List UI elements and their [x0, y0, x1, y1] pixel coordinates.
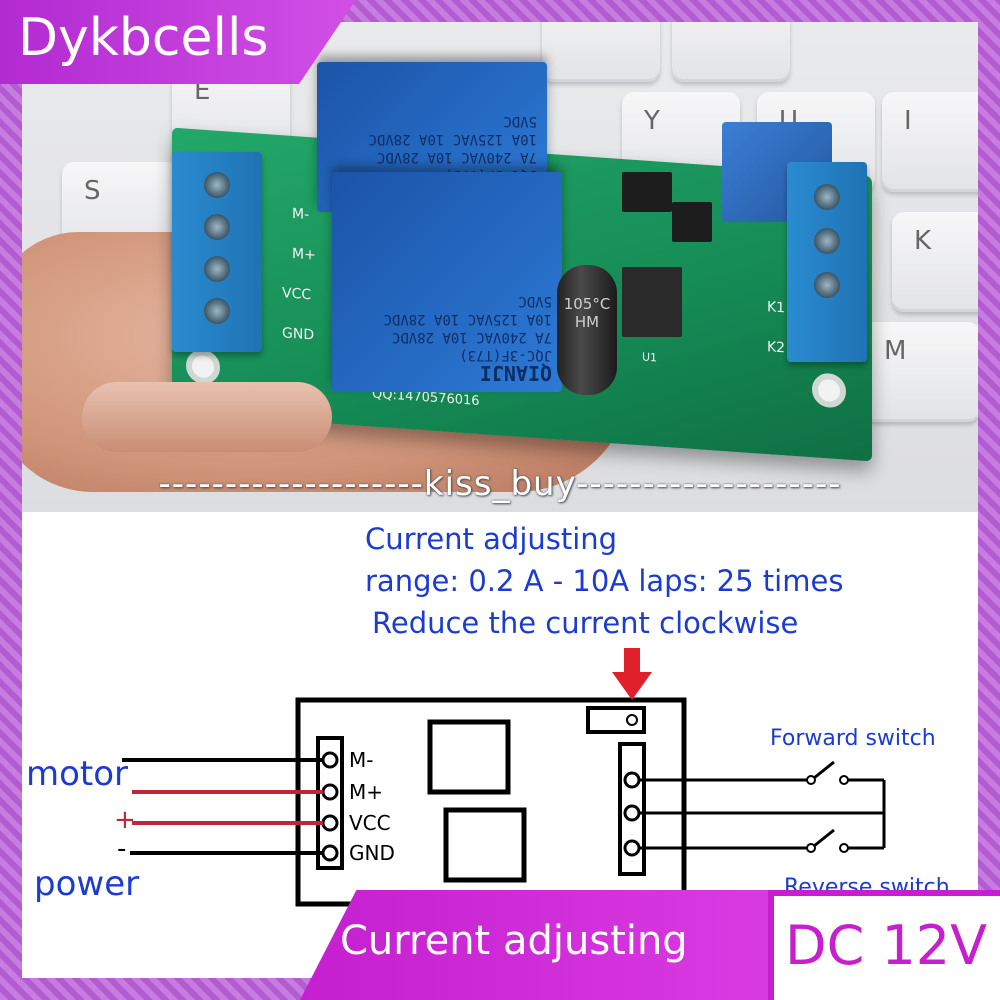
pin-label-m-minus: M- — [349, 748, 374, 772]
pcb-label-k1: K1 — [767, 299, 786, 317]
ic-chip — [672, 202, 712, 242]
feature-text: Current adjusting — [340, 918, 688, 964]
switch-contact — [839, 843, 849, 853]
relay-symbol — [443, 807, 527, 883]
screw-icon — [814, 272, 840, 298]
keyboard-key: M — [862, 322, 978, 422]
motor-label: motor — [26, 754, 129, 794]
pin-label-gnd: GND — [349, 841, 395, 865]
pot-screw — [626, 714, 638, 726]
pin-label-m-plus: M+ — [349, 780, 384, 804]
keyboard-key: K — [892, 212, 978, 312]
pin-forward — [623, 771, 641, 789]
pcb-label-m-minus: M- — [292, 205, 310, 224]
keyboard-key: I — [882, 92, 978, 192]
switch-contact — [806, 843, 816, 853]
thumb — [82, 382, 332, 452]
screw-icon — [814, 184, 840, 210]
pin-vcc — [321, 814, 339, 832]
potentiometer-symbol — [586, 706, 646, 734]
relay-symbol — [427, 719, 511, 795]
product-photo: 6 7 E S Y U I K M M- M+ VCC GND QQ:14705… — [22, 22, 978, 512]
plus-label: + — [114, 805, 136, 835]
pin-gnd — [321, 844, 339, 862]
power-label: power — [34, 864, 140, 904]
voltage-badge — [768, 890, 1000, 1000]
pin-m-plus — [321, 783, 339, 801]
pcb-label-gnd: GND — [282, 325, 315, 344]
note-line-3: Reduce the current clockwise — [372, 606, 799, 640]
reverse-switch-lever — [813, 828, 835, 848]
capacitor: 105°C HM — [557, 265, 617, 395]
pcb-label-vcc: VCC — [282, 285, 312, 304]
regulator-chip — [622, 267, 682, 337]
pcb-label-m-plus: M+ — [292, 245, 316, 264]
screw-icon — [204, 172, 230, 198]
voltage-text: DC 12V — [785, 914, 988, 977]
right-terminal — [618, 742, 646, 876]
note-line-1: Current adjusting — [365, 522, 618, 556]
screw-icon — [204, 298, 230, 324]
left-terminal — [316, 736, 344, 870]
forward-switch-label: Forward switch — [770, 726, 936, 751]
switch-contact — [839, 775, 849, 785]
minus-label: - — [117, 834, 127, 864]
mounting-hole — [186, 348, 220, 385]
keyboard-key: 6 — [542, 22, 660, 82]
pin-m-minus — [321, 751, 339, 769]
pin-common — [623, 804, 641, 822]
screw-icon — [814, 228, 840, 254]
pcb-label-k2: K2 — [767, 339, 786, 357]
switch-contact — [806, 775, 816, 785]
brand-banner — [0, 0, 356, 84]
watermark: --------------------kiss_buy------------… — [158, 464, 842, 504]
brand-name: Dykbcells — [18, 8, 269, 68]
forward-switch-lever — [813, 760, 835, 780]
note-line-2: range: 0.2 A - 10A laps: 25 times — [365, 564, 844, 598]
motor-power-terminal — [172, 152, 262, 352]
chip-label: U1 — [642, 350, 658, 365]
clockwise-arrow-icon — [612, 648, 652, 700]
switch-terminal — [787, 162, 867, 362]
feature-banner — [300, 890, 770, 1000]
ic-chip — [622, 172, 672, 212]
keyboard-key: 7 — [672, 22, 790, 82]
relay-bottom: QIANJI JQC-3F(T73) 7A 240VAC 10A 28VDC 1… — [332, 172, 562, 392]
pin-label-vcc: VCC — [349, 811, 391, 835]
pin-reverse — [623, 839, 641, 857]
mounting-hole — [812, 372, 846, 409]
screw-icon — [204, 256, 230, 282]
product-image: 6 7 E S Y U I K M M- M+ VCC GND QQ:14705… — [22, 22, 978, 978]
screw-icon — [204, 214, 230, 240]
